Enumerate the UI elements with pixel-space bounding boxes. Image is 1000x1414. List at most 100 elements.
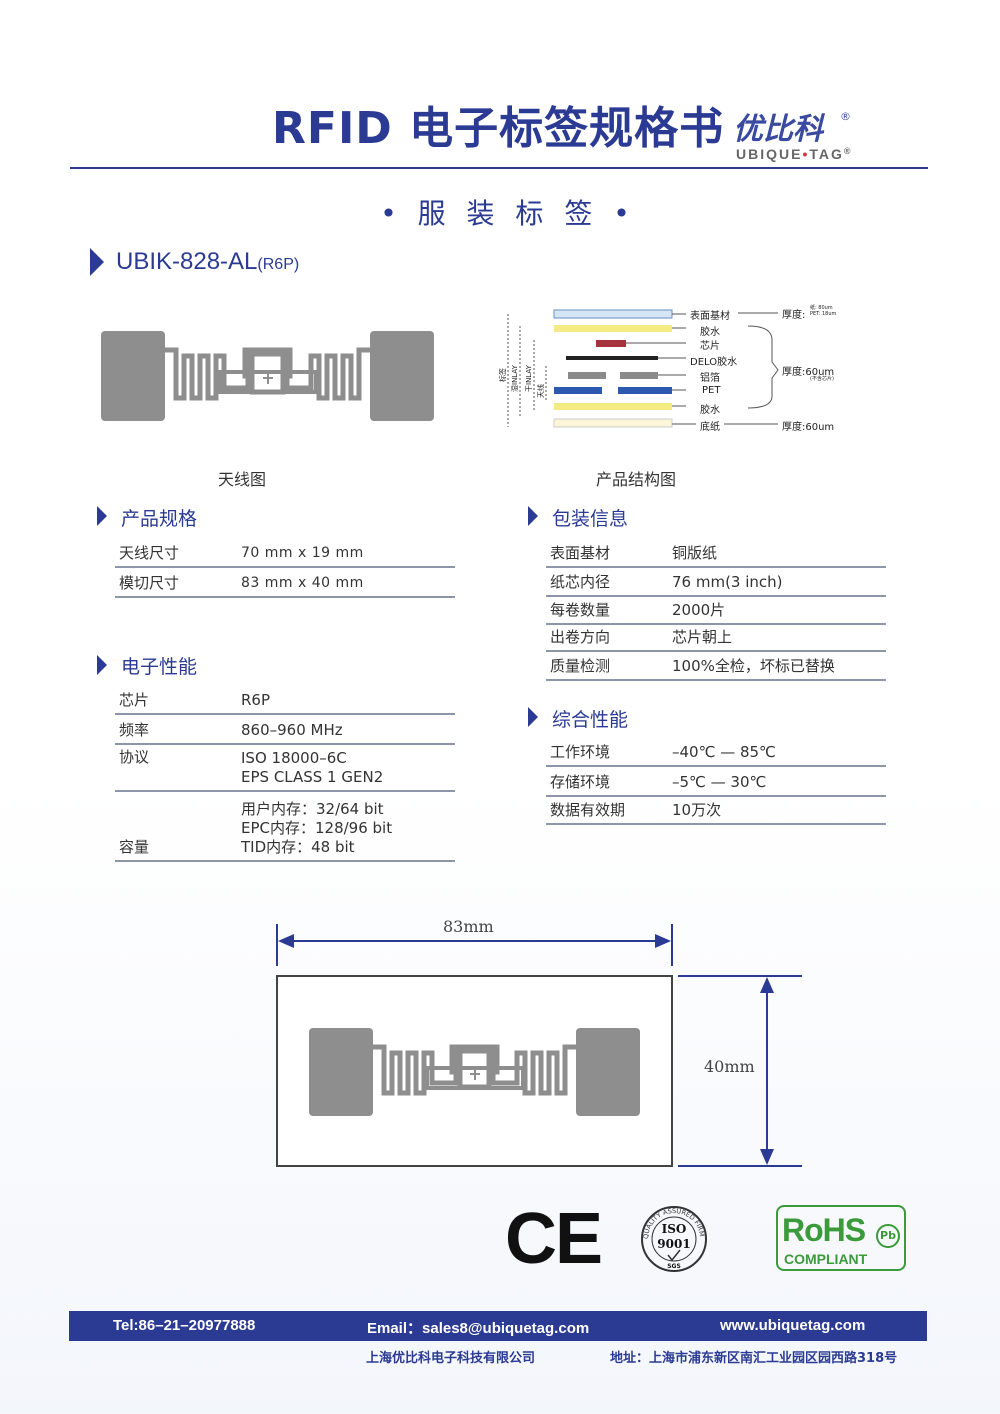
model-number: UBIK-828-AL(R6P) xyxy=(116,248,300,275)
lead-free-icon: Pb xyxy=(876,1224,900,1248)
pkg-value: 铜版纸 xyxy=(672,544,718,562)
perf-key: 数据有效期 xyxy=(550,801,626,819)
elec-value: EPC内存：128/96 bit xyxy=(241,819,393,837)
elec-value: ISO 18000–6C xyxy=(241,749,347,767)
iso-number: 9001 xyxy=(657,1237,691,1251)
footer-tel: Tel:86–21–20977888 xyxy=(113,1317,256,1334)
pkg-title: 包装信息 xyxy=(552,508,629,530)
elec-value: TID内存：48 bit xyxy=(241,838,355,856)
perf-value: –40℃ — 85℃ xyxy=(672,743,776,761)
perf-title: 综合性能 xyxy=(552,709,629,731)
elec-value: 用户内存：32/64 bit xyxy=(241,800,384,818)
pkg-value: 76 mm(3 inch) xyxy=(672,573,783,591)
sgs-text: SGS xyxy=(667,1263,681,1270)
pkg-key: 每卷数量 xyxy=(550,601,611,619)
layer-label-liner: 底纸 xyxy=(700,422,720,433)
pkg-arrow-icon xyxy=(528,506,538,526)
pkg-key: 出卷方向 xyxy=(550,628,611,646)
width-dimension-label: 83mm xyxy=(443,917,494,936)
thickness-top-detail: 纸: 80um PET: 18um xyxy=(810,305,837,317)
layer-label-aluminum: 铝箔 xyxy=(700,373,720,384)
layer-label-pet: PET xyxy=(702,385,721,396)
footer-contact-bar: Tel:86–21–20977888 Email：sales8@ubiqueta… xyxy=(69,1311,927,1341)
footer-address: 地址：上海市浦东新区南汇工业园区园西路318号 xyxy=(610,1351,898,1366)
page-subtitle: • 服 装 标 签 • xyxy=(380,197,636,230)
thickness-mid: 厚度:60um xyxy=(782,367,835,378)
pkg-key: 质量检测 xyxy=(550,657,611,675)
structure-diagram: 表面基材 胶水 芯片 DELO胶水 铝箔 PET 胶水 底纸 厚度: 纸: 80… xyxy=(496,300,846,435)
elec-key: 芯片 xyxy=(119,691,150,709)
side-label-dry-inlay: 干INLAY xyxy=(525,365,533,392)
height-dimension-label: 40mm xyxy=(704,1057,755,1076)
spec-arrow-icon xyxy=(97,506,107,526)
thickness-top: 厚度: xyxy=(782,310,806,321)
perf-row: 存储环境 –5℃ — 30℃ xyxy=(546,768,886,797)
layer-label-delo-glue: DELO胶水 xyxy=(690,357,738,368)
pkg-value: 2000片 xyxy=(672,601,726,619)
pkg-key: 纸芯内径 xyxy=(550,573,611,591)
perf-row: 数据有效期 10万次 xyxy=(546,797,886,825)
title-divider xyxy=(70,167,928,169)
dimension-drawing xyxy=(276,924,802,1167)
antenna-caption: 天线图 xyxy=(218,470,267,489)
pkg-row: 纸芯内径 76 mm(3 inch) xyxy=(546,568,886,597)
iso-text: ISO xyxy=(661,1222,687,1236)
structure-layers xyxy=(507,309,779,428)
elec-row: 协议 ISO 18000–6C EPS CLASS 1 GEN2 xyxy=(115,746,455,792)
side-label-wet-inlay: 湿INLAY xyxy=(511,365,519,392)
layer-label-surface: 表面基材 xyxy=(690,311,730,322)
pkg-row: 出卷方向 芯片朝上 xyxy=(546,625,886,652)
brand-logo-cn: 优比科 xyxy=(733,112,823,147)
footer-email[interactable]: Email：sales8@ubiquetag.com xyxy=(367,1320,590,1337)
perf-arrow-icon xyxy=(528,707,538,727)
structure-caption: 产品结构图 xyxy=(596,470,677,489)
elec-value: 860–960 MHz xyxy=(241,721,343,739)
spec-key: 天线尺寸 xyxy=(119,544,180,562)
side-label-tag: 标签 xyxy=(499,368,507,382)
spec-value: 70 mm x 19 mm xyxy=(241,545,364,561)
layer-label-glue-1: 胶水 xyxy=(700,327,720,338)
spec-title: 产品规格 xyxy=(121,508,198,530)
pkg-row: 表面基材 铜版纸 xyxy=(546,538,886,568)
rohs-compliant-badge-icon: RoHS Pb COMPLIANT xyxy=(776,1205,906,1271)
layer-label-chip: 芯片 xyxy=(700,341,720,352)
pkg-row: 每卷数量 2000片 xyxy=(546,597,886,625)
iso-badge-ring: QUALITY ASSURED FIRM xyxy=(641,1206,707,1272)
elec-key: 频率 xyxy=(119,721,150,739)
elec-row: 频率 860–960 MHz xyxy=(115,716,455,745)
perf-key: 存储环境 xyxy=(550,773,611,791)
registered-mark: ® xyxy=(840,110,851,123)
thickness-mid-note: (不含芯片) xyxy=(810,376,834,382)
rohs-text: RoHS xyxy=(782,1212,866,1248)
perf-value: 10万次 xyxy=(672,801,722,819)
elec-key: 容量 xyxy=(119,838,150,856)
elec-value: EPS CLASS 1 GEN2 xyxy=(241,768,384,786)
perf-key: 工作环境 xyxy=(550,743,611,761)
rohs-compliant-text: COMPLIANT xyxy=(784,1251,868,1267)
model-arrow-icon xyxy=(90,248,104,276)
antenna-diagram xyxy=(101,331,434,421)
iso-9001-badge-icon: QUALITY ASSURED FIRM ISO 9001 SGS xyxy=(640,1205,708,1273)
spec-row: 天线尺寸 70 mm x 19 mm xyxy=(115,538,455,568)
document-title: RFID 电子标签规格书 xyxy=(272,103,725,154)
elec-arrow-icon xyxy=(97,655,107,675)
side-label-antenna: 天线 xyxy=(537,384,545,398)
pkg-value: 芯片朝上 xyxy=(672,628,733,646)
perf-value: –5℃ — 30℃ xyxy=(672,773,767,791)
elec-key: 协议 xyxy=(119,748,150,766)
pkg-key: 表面基材 xyxy=(550,544,611,562)
elec-title: 电子性能 xyxy=(121,656,198,678)
ce-mark-icon: CE xyxy=(505,1199,603,1279)
pkg-row: 质量检测 100%全检，坏标已替换 xyxy=(546,652,886,681)
elec-value: R6P xyxy=(241,691,271,709)
spec-row: 模切尺寸 83 mm x 40 mm xyxy=(115,568,455,598)
pkg-value: 100%全检，坏标已替换 xyxy=(672,657,835,675)
brand-logo-en: UBIQUE•TAG® xyxy=(736,146,853,162)
elec-row: 容量 用户内存：32/64 bit EPC内存：128/96 bit TID内存… xyxy=(115,793,455,862)
perf-row: 工作环境 –40℃ — 85℃ xyxy=(546,738,886,767)
footer-company: 上海优比科电子科技有限公司 xyxy=(366,1351,536,1366)
spec-value: 83 mm x 40 mm xyxy=(241,575,364,591)
spec-key: 模切尺寸 xyxy=(119,574,180,592)
layer-label-glue-2: 胶水 xyxy=(700,405,720,416)
footer-website[interactable]: www.ubiquetag.com xyxy=(720,1317,866,1334)
